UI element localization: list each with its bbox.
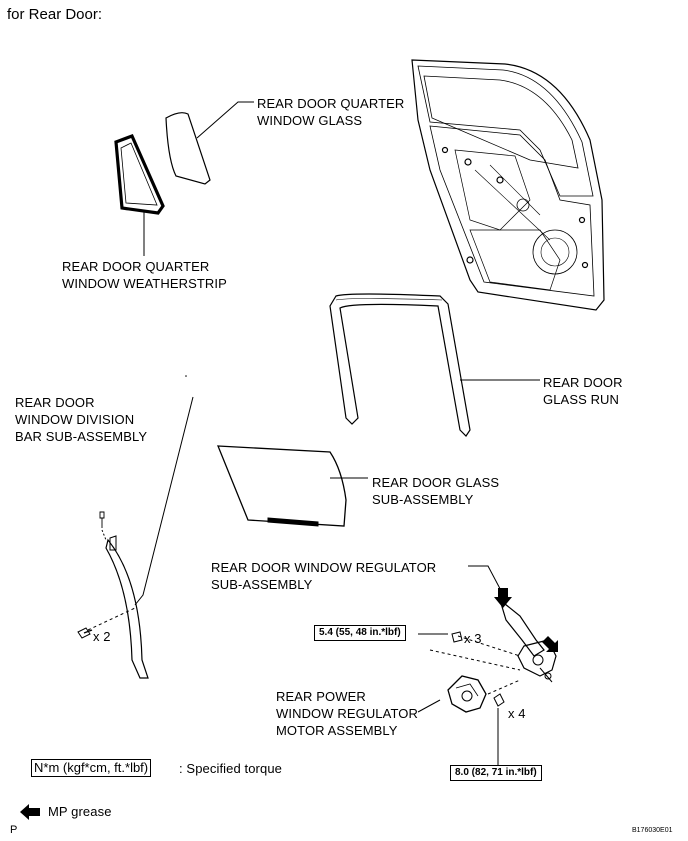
motor-bolt-dash xyxy=(487,679,521,695)
label-glass-run: REAR DOOR GLASS RUN xyxy=(543,375,623,407)
regulator-bolt xyxy=(451,631,463,643)
grease-arrow-2 xyxy=(542,636,558,652)
legend-grease-arrow xyxy=(20,804,40,820)
qty-division-bar-bolt: x 2 xyxy=(93,629,111,644)
rear-door-illustration xyxy=(411,59,605,311)
legend-torque-unit: N*m (kgf*cm, ft.*lbf) xyxy=(31,759,152,777)
footer-figure-code: B176030E01 xyxy=(632,827,673,834)
leader-motor xyxy=(417,699,441,713)
label-motor-assembly: REAR POWER WINDOW REGULATOR MOTOR ASSEMB… xyxy=(276,689,418,738)
legend-grease-label: MP grease xyxy=(48,804,112,819)
label-window-regulator: REAR DOOR WINDOW REGULATOR SUB-ASSEMBLY xyxy=(211,560,437,592)
legend-torque-desc: : Specified torque xyxy=(179,761,282,776)
grease-arrow-1 xyxy=(494,588,512,608)
division-bolt-dash xyxy=(87,607,136,631)
leader-division-bar xyxy=(134,396,194,606)
qty-regulator-bolts: x 3 xyxy=(464,631,482,646)
division-bar-drawing xyxy=(99,511,149,679)
regulator-bolt-dash xyxy=(429,635,521,671)
leader-quarter-glass xyxy=(196,101,254,139)
division-bar-bolt xyxy=(77,627,93,639)
motor-bolt xyxy=(493,693,505,707)
quarter-weatherstrip-drawing xyxy=(114,133,165,215)
torque-spec-motor: 8.0 (82, 71 in.*lbf) xyxy=(450,765,542,781)
quarter-window-glass-drawing xyxy=(165,112,211,185)
footer-left-code: P xyxy=(10,824,18,836)
torque-spec-regulator: 5.4 (55, 48 in.*lbf) xyxy=(314,625,406,641)
page-title: for Rear Door: xyxy=(7,6,103,23)
glass-run-drawing xyxy=(329,293,471,437)
label-division-bar: REAR DOOR WINDOW DIVISION BAR SUB-ASSEMB… xyxy=(15,395,148,444)
label-quarter-window-glass: REAR DOOR QUARTER WINDOW GLASS xyxy=(257,96,405,128)
motor-drawing xyxy=(447,675,487,713)
label-glass-sub-assembly: REAR DOOR GLASS SUB-ASSEMBLY xyxy=(372,475,500,507)
label-quarter-window-weatherstrip: REAR DOOR QUARTER WINDOW WEATHERSTRIP xyxy=(62,259,227,291)
glass-sub-drawing xyxy=(217,445,347,527)
qty-motor-bolts: x 4 xyxy=(508,706,526,721)
